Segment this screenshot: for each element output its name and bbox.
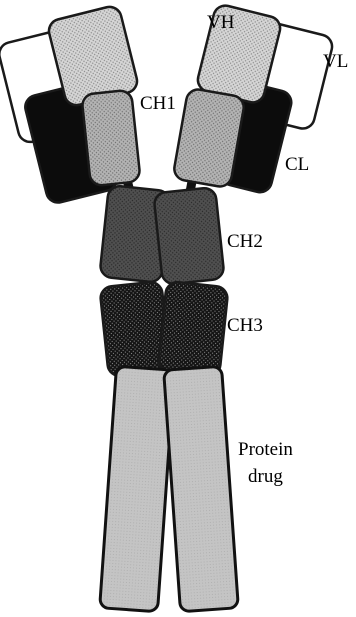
protein-drug-left <box>100 366 175 611</box>
label-ch1: CH1 <box>140 93 176 114</box>
heavy-chain-ch1-left <box>81 90 140 187</box>
label-vh: VH <box>207 12 235 33</box>
ch2-right <box>153 187 224 285</box>
label-vl: VL <box>323 51 348 72</box>
protein-drug <box>100 366 239 611</box>
label-protein: Protein <box>238 439 293 460</box>
right-arm <box>172 3 334 195</box>
left-arm <box>0 4 141 205</box>
ch2-domains <box>99 185 224 285</box>
ch3-domains <box>99 281 228 377</box>
label-ch3: CH3 <box>227 315 263 336</box>
label-ch2: CH2 <box>227 231 263 252</box>
label-drug: drug <box>248 466 283 487</box>
ch3-right <box>157 281 228 377</box>
label-cl: CL <box>285 154 309 175</box>
protein-drug-right <box>164 366 239 611</box>
